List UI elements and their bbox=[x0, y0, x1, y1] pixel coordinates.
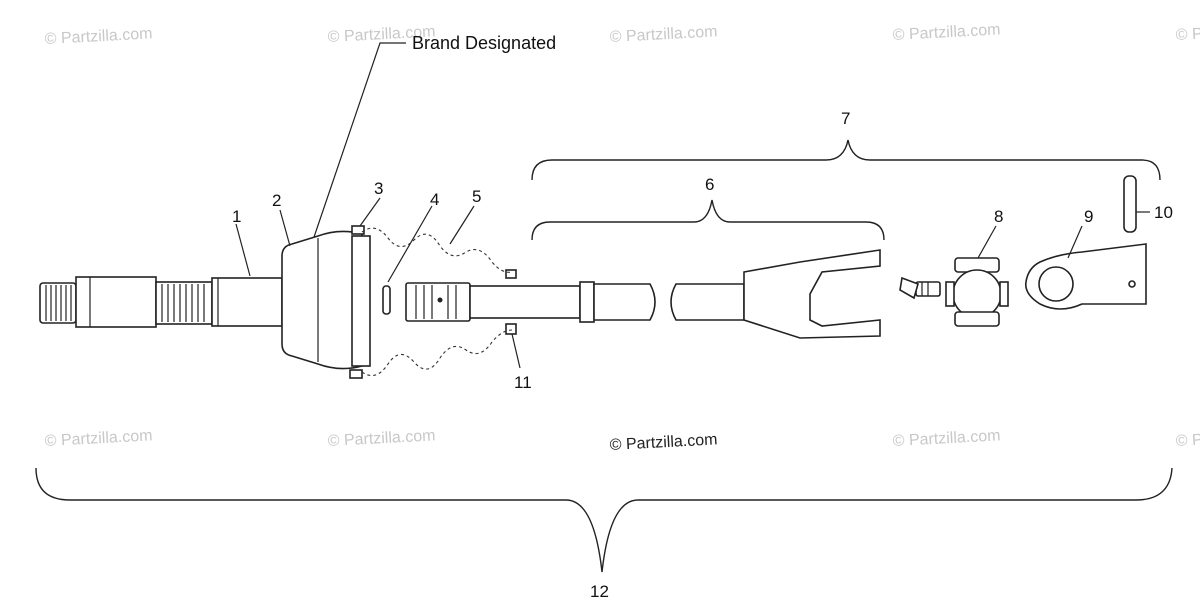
watermark-9: © Partzilla.com bbox=[1175, 427, 1200, 450]
part-11-clamp bbox=[505, 323, 517, 335]
callout-11: 11 bbox=[514, 373, 532, 392]
callout-6: 6 bbox=[705, 175, 714, 194]
watermark-2: © Partzilla.com bbox=[327, 23, 436, 46]
watermark-6: © Partzilla.com bbox=[44, 427, 153, 450]
callout-leaders bbox=[235, 197, 1150, 369]
watermarks: © Partzilla.com © Partzilla.com © Partzi… bbox=[44, 21, 1200, 450]
watermark-8: © Partzilla.com bbox=[892, 427, 1001, 450]
brand-designated-label: Brand Designated bbox=[412, 33, 556, 53]
brand-leader-line bbox=[312, 42, 406, 241]
part-4-ring bbox=[382, 285, 391, 315]
watermark-7: © Partzilla.com bbox=[327, 427, 436, 450]
watermark-3: © Partzilla.com bbox=[609, 23, 718, 46]
part-6-yoke-shaft bbox=[405, 249, 881, 339]
part-8-u-joint bbox=[945, 257, 1009, 327]
part-5-boot bbox=[361, 227, 513, 377]
callout-8: 8 bbox=[994, 207, 1003, 226]
callout-4: 4 bbox=[430, 190, 439, 209]
watermark-5: © Partzilla.com bbox=[1175, 21, 1200, 44]
callout-7: 7 bbox=[841, 109, 850, 128]
callout-10: 10 bbox=[1154, 203, 1173, 222]
clamp-upper-right bbox=[505, 269, 517, 279]
center-copyright: © Partzilla.com bbox=[609, 431, 718, 454]
callout-1: 1 bbox=[232, 207, 241, 226]
brace-6 bbox=[531, 199, 885, 241]
callout-labels: 1 2 3 4 5 6 7 8 9 10 11 12 bbox=[232, 109, 1173, 601]
callout-2: 2 bbox=[272, 191, 281, 210]
callout-3: 3 bbox=[374, 179, 383, 198]
brace-7 bbox=[531, 139, 1161, 181]
watermark-4: © Partzilla.com bbox=[892, 21, 1001, 44]
callout-9: 9 bbox=[1084, 207, 1093, 226]
watermark-1: © Partzilla.com bbox=[44, 25, 153, 48]
brace-12 bbox=[35, 467, 1173, 573]
part-3-clamp bbox=[351, 225, 365, 235]
part-2-cv-housing bbox=[281, 230, 371, 370]
clamp-lower bbox=[349, 369, 363, 379]
part-10-pin bbox=[1123, 175, 1137, 233]
callout-12: 12 bbox=[590, 582, 609, 601]
part-1-shaft bbox=[39, 276, 283, 328]
part-9-yoke-end bbox=[1024, 243, 1147, 310]
grease-fitting bbox=[899, 276, 941, 300]
callout-5: 5 bbox=[472, 187, 481, 206]
